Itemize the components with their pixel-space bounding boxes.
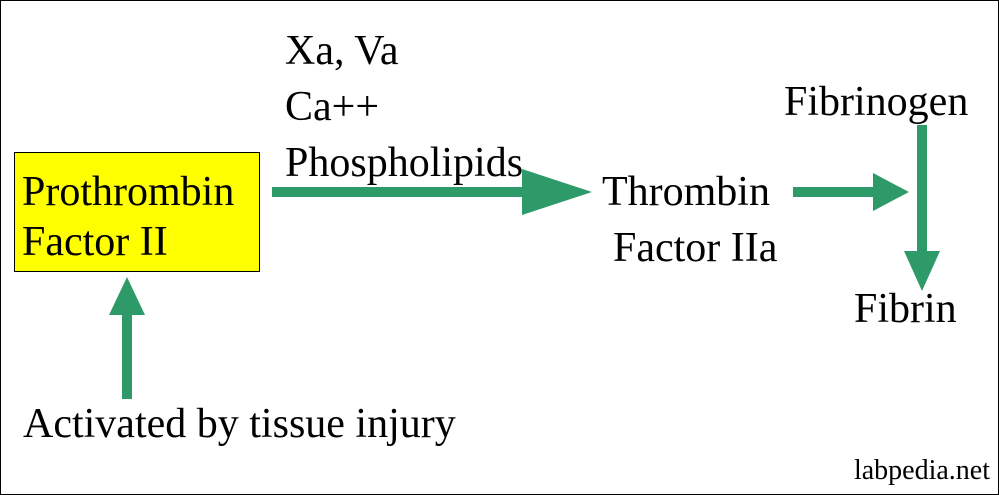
- arrow-fibrinogen-to-fibrin: [904, 125, 940, 291]
- prothrombin-label: Prothrombin: [22, 169, 235, 215]
- fibrin-label: Fibrin: [854, 286, 957, 332]
- activation-label: Activated by tissue injury: [23, 401, 456, 447]
- factor-iia-label: Factor IIa: [613, 225, 778, 271]
- cofactor-xa-va: Xa, Va: [285, 28, 399, 74]
- cofactor-calcium: Ca++: [285, 84, 380, 130]
- credit-watermark: labpedia.net: [853, 455, 990, 486]
- arrow-activation-to-prothrombin: [109, 277, 145, 399]
- arrow-prothrombin-to-thrombin: [272, 169, 592, 215]
- thrombin-label: Thrombin: [602, 169, 770, 215]
- cofactors-list: Xa, Va Ca++ Phospholipids: [285, 23, 523, 191]
- factor-ii-label: Factor II: [22, 219, 168, 265]
- arrow-thrombin-to-fibrinogen: [793, 173, 909, 211]
- fibrinogen-label: Fibrinogen: [784, 79, 969, 125]
- cofactor-phospholipids: Phospholipids: [285, 140, 524, 186]
- prothrombin-box: Prothrombin Factor II: [14, 152, 260, 272]
